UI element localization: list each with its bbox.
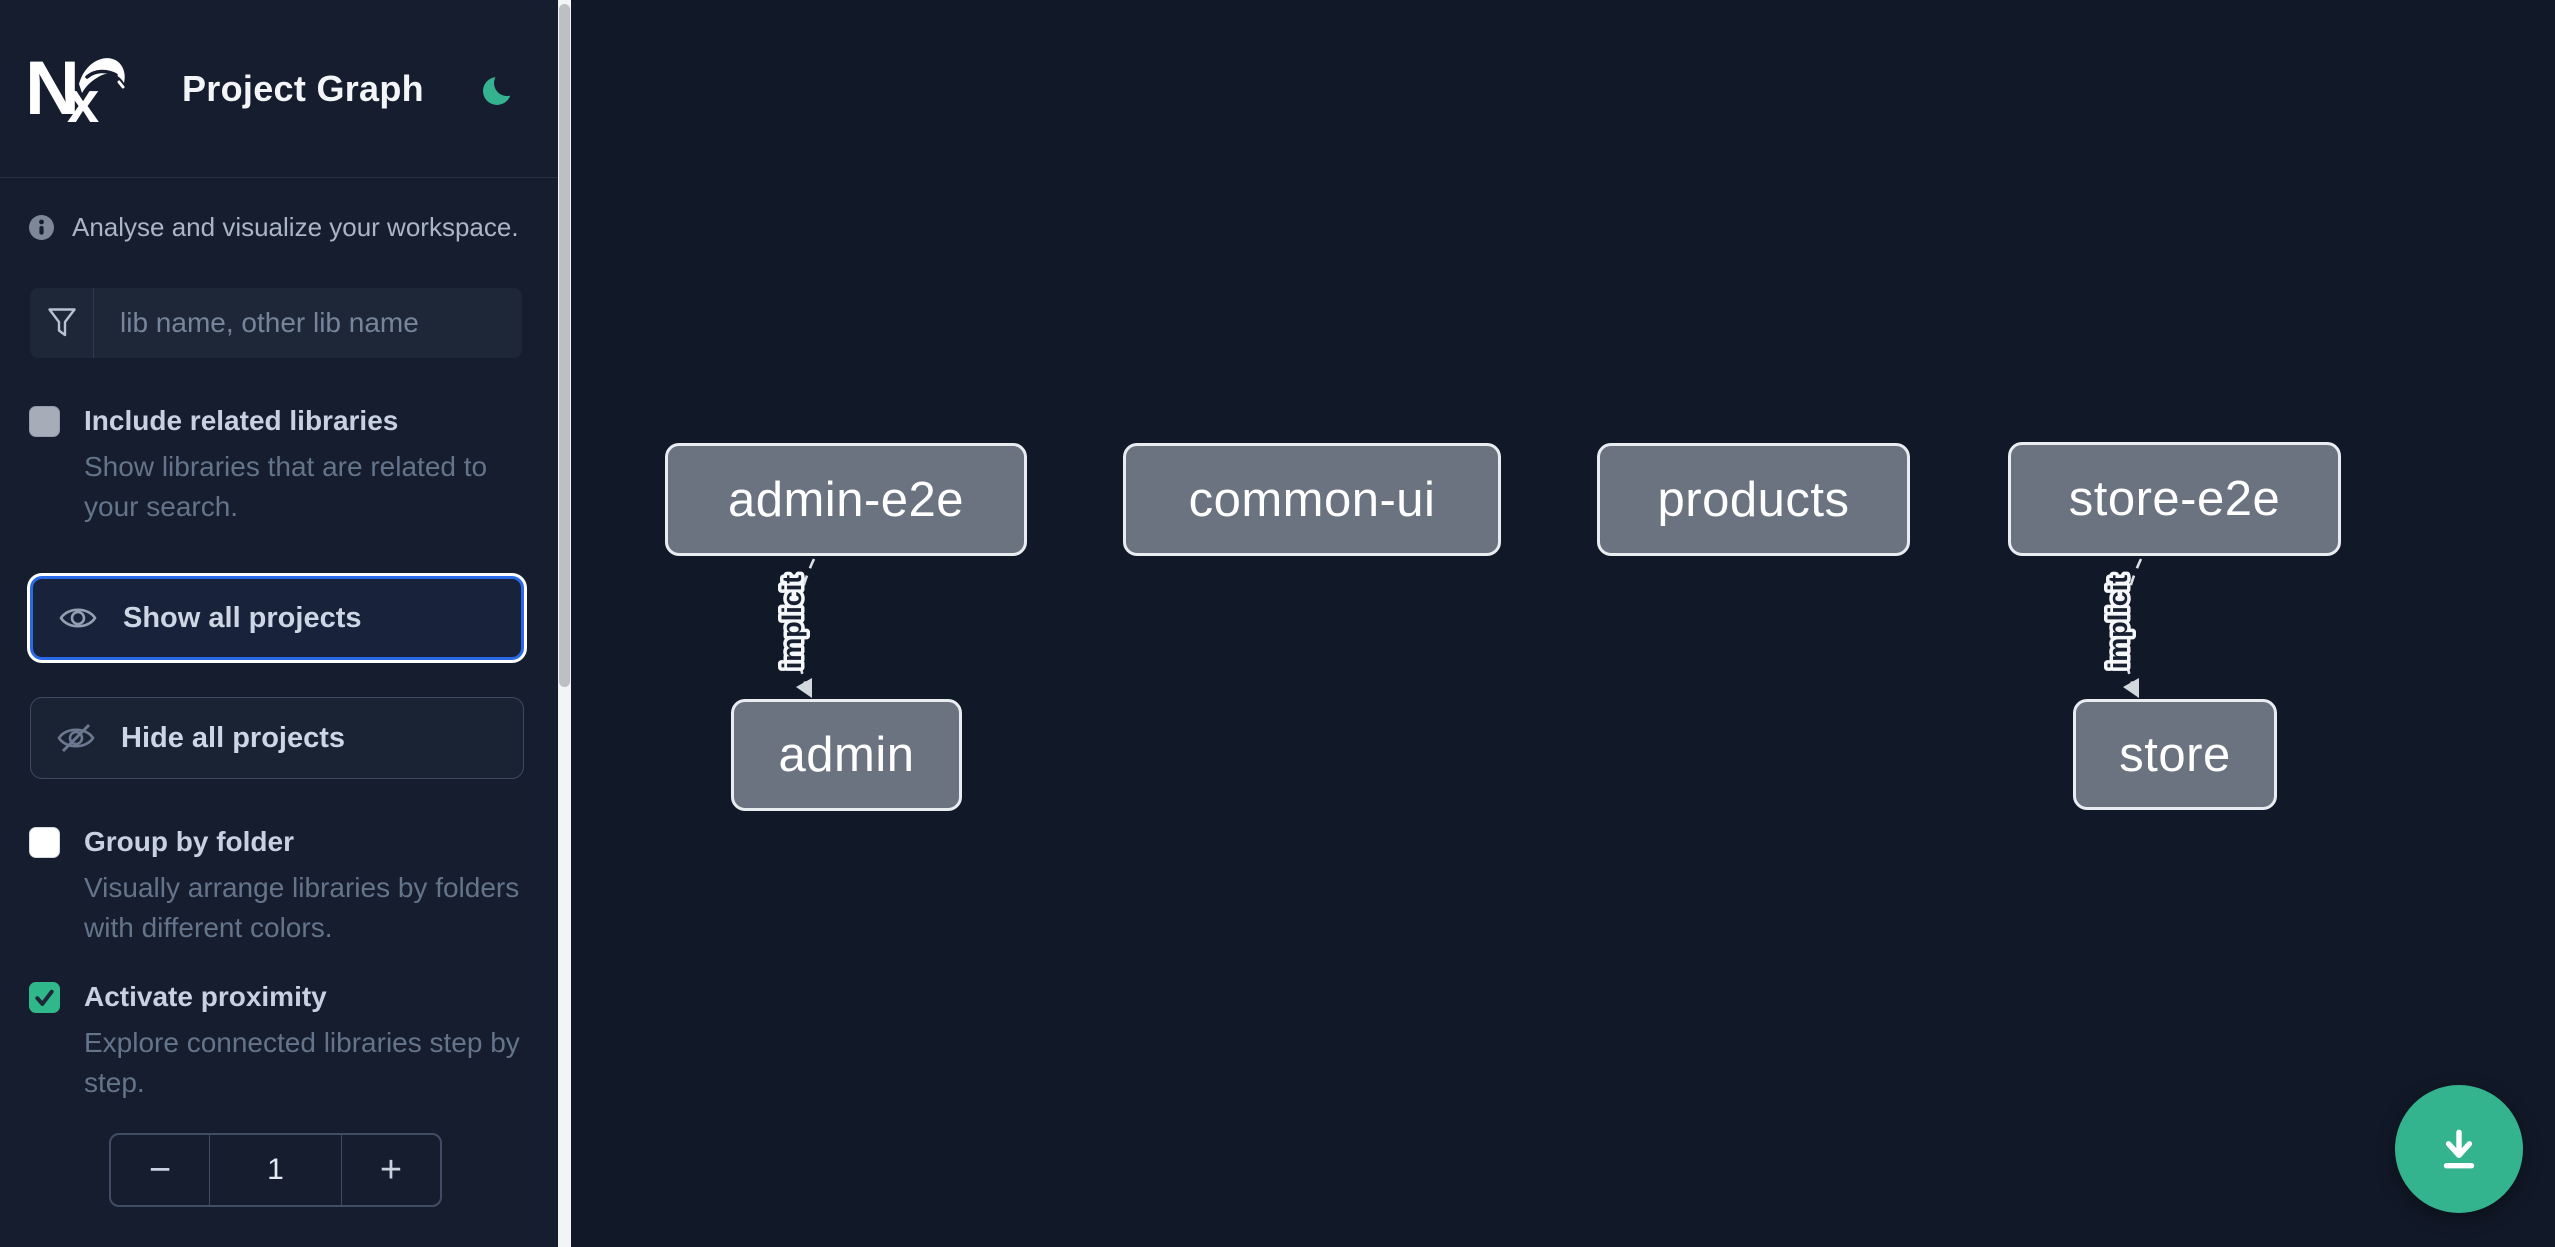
graph-node-store[interactable]: store <box>2073 699 2277 810</box>
activate-proximity-checkbox[interactable] <box>29 982 60 1013</box>
funnel-filter-icon <box>30 288 94 358</box>
nx-logo-icon: N x <box>27 46 127 132</box>
search-input[interactable] <box>94 288 522 358</box>
sidebar-scrollbar-track <box>558 0 571 1247</box>
decrement-button[interactable]: − <box>148 1148 172 1191</box>
sidebar: N x Project Graph Analy <box>0 0 558 1247</box>
eye-off-icon <box>56 722 96 754</box>
project-graph-canvas[interactable] <box>571 0 2555 1247</box>
show-all-projects-button[interactable]: Show all projects <box>30 576 524 660</box>
toggle-activate-proximity: Activate proximity Explore connected lib… <box>29 980 522 1103</box>
toggle-label: Activate proximity <box>84 981 327 1012</box>
page-title: Project Graph <box>182 67 424 109</box>
include-related-checkbox[interactable] <box>29 406 60 437</box>
toggle-label: Group by folder <box>84 826 294 857</box>
graph-node-admin-e2e[interactable]: admin-e2e <box>665 443 1027 556</box>
graph-node-products[interactable]: products <box>1597 443 1910 556</box>
info-icon <box>29 215 54 240</box>
moon-icon <box>482 70 516 107</box>
proximity-depth-stepper: − 1 + <box>109 1133 442 1207</box>
svg-text:N: N <box>27 46 80 131</box>
sidebar-header: N x Project Graph <box>0 0 558 178</box>
toggle-description: Visually arrange libraries by folders wi… <box>84 872 520 943</box>
toggle-description: Explore connected libraries step by step… <box>84 1027 520 1098</box>
graph-node-store-e2e[interactable]: store-e2e <box>2008 442 2341 556</box>
button-label: Hide all projects <box>121 721 346 754</box>
dark-mode-toggle[interactable] <box>482 70 516 107</box>
download-icon <box>2434 1124 2484 1174</box>
hide-all-projects-button[interactable]: Hide all projects <box>30 697 524 779</box>
search-box <box>30 288 522 358</box>
info-text: Analyse and visualize your workspace. <box>72 212 519 242</box>
workspace-info: Analyse and visualize your workspace. <box>29 212 528 243</box>
sidebar-scrollbar-thumb[interactable] <box>559 4 570 687</box>
download-graph-button[interactable] <box>2395 1085 2523 1213</box>
button-label: Show all projects <box>123 601 362 634</box>
group-by-folder-checkbox[interactable] <box>29 827 60 858</box>
toggle-group-by-folder: Group by folder Visually arrange librari… <box>29 825 522 948</box>
graph-node-common-ui[interactable]: common-ui <box>1123 443 1501 556</box>
proximity-depth-value[interactable]: 1 <box>209 1135 342 1205</box>
graph-node-admin[interactable]: admin <box>731 699 962 811</box>
toggle-label: Include related libraries <box>84 405 399 436</box>
toggle-description: Show libraries that are related to your … <box>84 451 488 522</box>
toggle-include-related: Include related libraries Show libraries… <box>29 404 522 527</box>
check-icon <box>35 989 54 1006</box>
eye-icon <box>58 603 98 633</box>
increment-button[interactable]: + <box>379 1148 403 1191</box>
